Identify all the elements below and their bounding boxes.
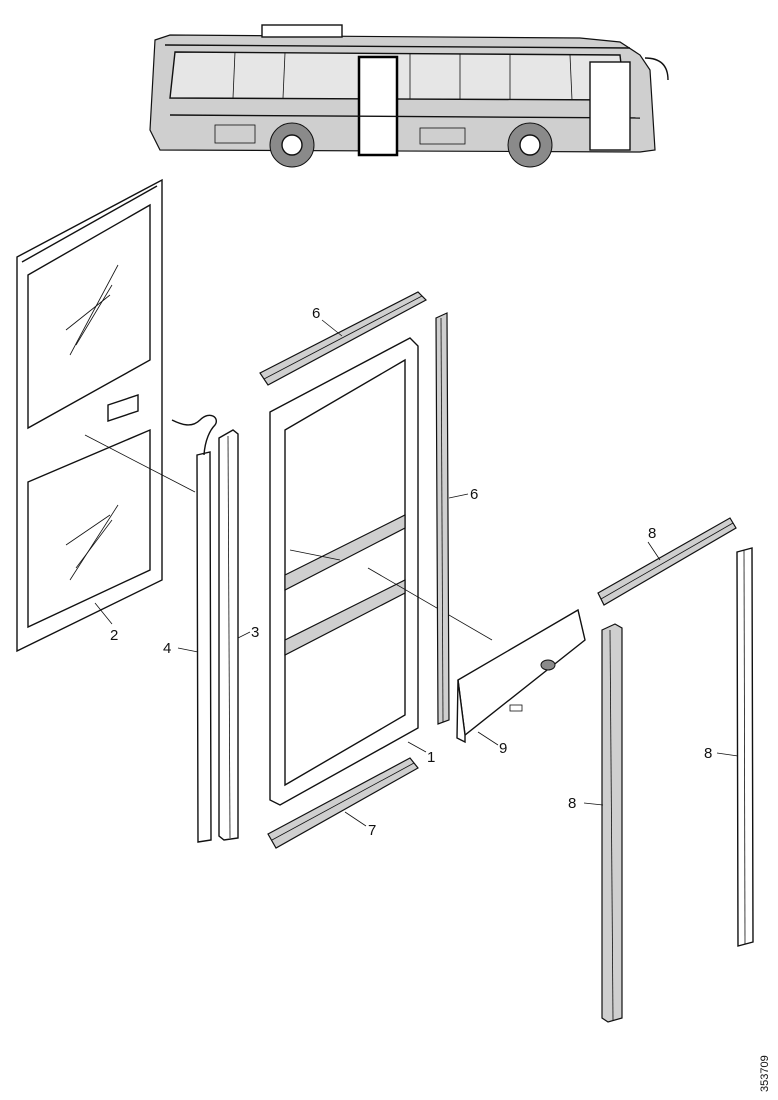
- leader-part-8a: [647, 541, 661, 561]
- leader-part-1: [407, 741, 427, 753]
- cover-panel-part-9: [456, 608, 586, 744]
- bottom-rail-part-7: [267, 757, 419, 849]
- vertical-profile-part-3: [218, 429, 239, 841]
- callout-2: 2: [110, 627, 118, 644]
- leader-part-7: [344, 811, 367, 827]
- callout-4: 4: [163, 640, 171, 657]
- callout-9: 9: [499, 740, 507, 757]
- callout-3: 3: [251, 624, 259, 641]
- leader-part-6a: [321, 319, 343, 337]
- top-rail-part-6: [259, 291, 427, 386]
- seal-profile-part-4: [171, 414, 217, 843]
- leader-part-9: [477, 731, 499, 746]
- leader-part-8c: [716, 752, 739, 757]
- bus-door-highlight: [357, 55, 399, 157]
- callout-1: 1: [427, 749, 435, 766]
- leader-part-3: [237, 631, 251, 639]
- assembly-line-right: [367, 567, 493, 641]
- callout-7: 7: [368, 822, 376, 839]
- assembly-line-left: [84, 434, 196, 493]
- callout-8-left: 8: [568, 795, 576, 812]
- drawing-id: 353709: [759, 1055, 771, 1092]
- callout-8-top: 8: [648, 525, 656, 542]
- door-frame-part-1: [269, 337, 419, 806]
- vertical-bar-part-8: [736, 547, 754, 947]
- leader-part-2: [94, 602, 113, 625]
- top-profile-part-8: [597, 517, 737, 606]
- callout-8-right: 8: [704, 745, 712, 762]
- vertical-rail-part-6: [435, 312, 450, 725]
- vertical-profile-part-8: [601, 623, 623, 1023]
- callout-6-vertical: 6: [470, 486, 478, 503]
- callout-6: 6: [312, 305, 320, 322]
- leader-part-8b: [583, 802, 604, 806]
- leader-part-6b: [448, 493, 469, 499]
- leader-part-4: [177, 647, 199, 653]
- door-leaf-part-2: [16, 178, 163, 653]
- bus-side-view: [149, 24, 669, 168]
